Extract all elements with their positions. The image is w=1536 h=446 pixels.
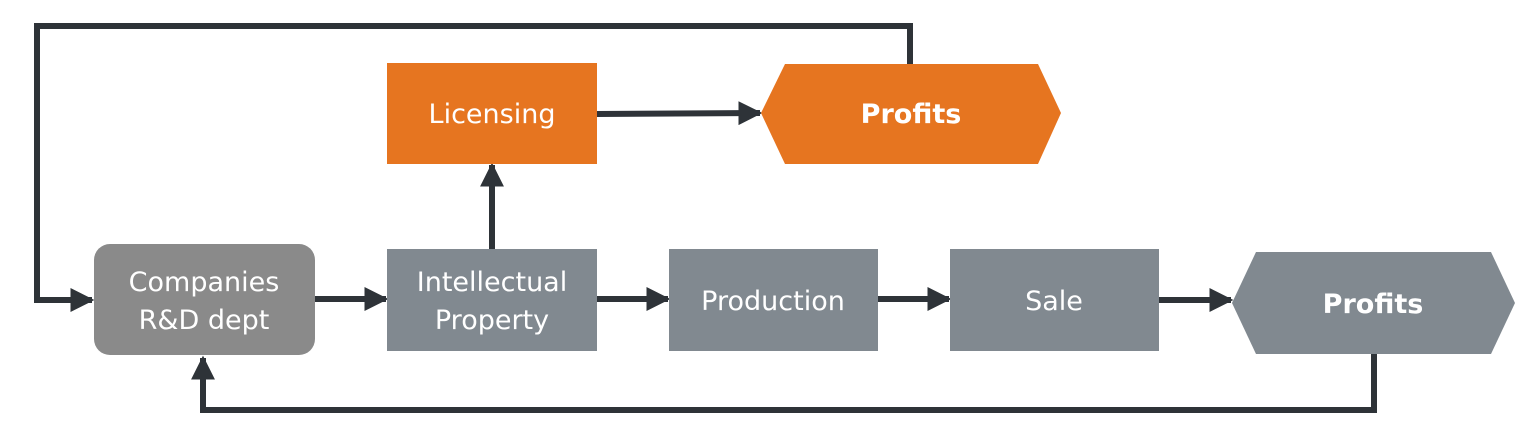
arrow-profits-top-to-rd (34, 23, 913, 312)
node-sale: Sale (950, 249, 1159, 351)
rd-dept-label-line-1: Companies (129, 267, 280, 298)
connectors (34, 23, 1377, 413)
production-label: Production (701, 286, 845, 317)
sale-box (950, 249, 1159, 351)
profits-bottom-hexagon (1232, 252, 1515, 354)
node-profits-top: Profits (761, 64, 1061, 164)
arrow-profits-bottom-to-rd (191, 354, 1377, 413)
profits-top-label: Profits (861, 99, 962, 130)
node-production: Production (669, 249, 878, 351)
production-box (669, 249, 878, 351)
ip-box (387, 249, 597, 351)
profits-top-hexagon (761, 64, 1061, 164)
licensing-box (387, 63, 597, 164)
node-intellectual-property: Intellectual Property (387, 249, 597, 351)
sale-label: Sale (1025, 286, 1083, 317)
ip-label-line-1: Intellectual (417, 267, 567, 298)
rd-dept-box (94, 244, 315, 355)
licensing-label: Licensing (429, 99, 556, 130)
node-licensing: Licensing (387, 63, 597, 164)
arrow-licensing-to-profits (596, 101, 763, 126)
rd-dept-label-line-2: R&D dept (139, 305, 270, 336)
node-rd-dept: Companies R&D dept (94, 244, 315, 355)
ip-label-line-2: Property (435, 305, 549, 336)
node-profits-bottom: Profits (1232, 252, 1515, 354)
profits-bottom-label: Profits (1323, 289, 1424, 320)
